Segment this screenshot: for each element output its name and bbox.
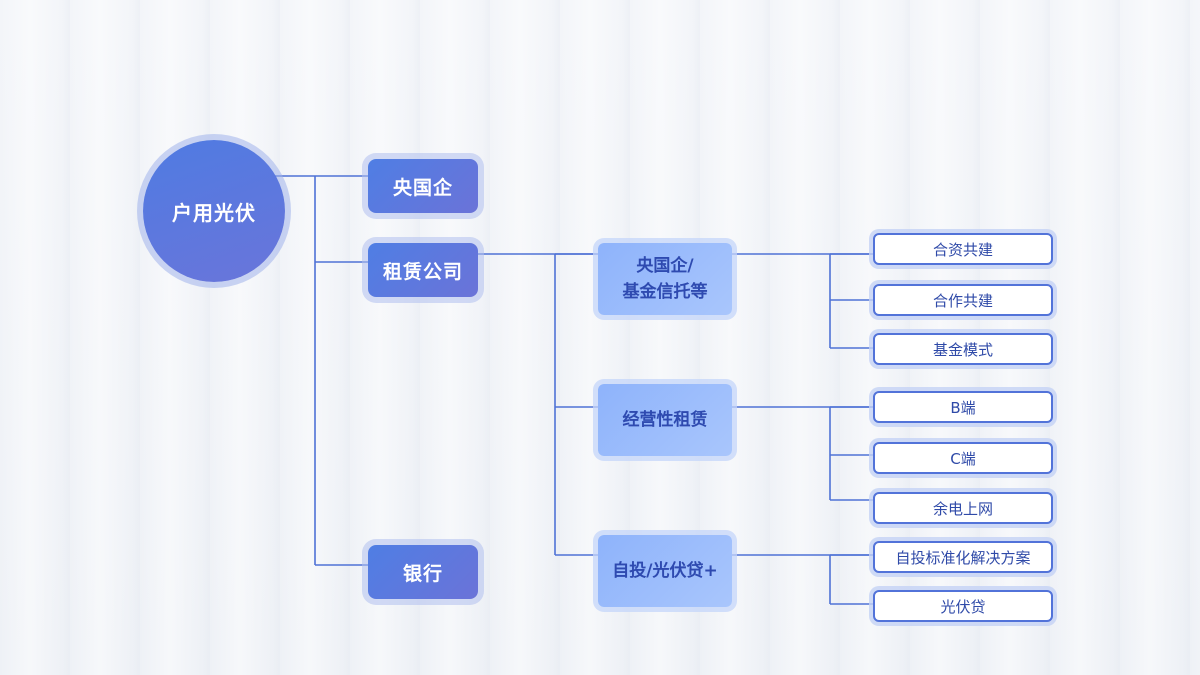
connector-operating-trunk xyxy=(730,406,873,500)
leaf-surplus-grid-node: 余电上网 xyxy=(873,492,1053,524)
category-label: 央国企 xyxy=(392,176,453,199)
leaf-label: 合作共建 xyxy=(932,291,993,310)
leaf-label: 光伏贷 xyxy=(940,597,986,616)
leaf-label: 自投标准化解决方案 xyxy=(895,548,1031,567)
leaf-label: 合资共建 xyxy=(932,240,993,259)
leaf-standard-solution-node: 自投标准化解决方案 xyxy=(873,541,1053,573)
connector-self-trunk xyxy=(730,554,873,604)
mode-label-line2: 基金信托等 xyxy=(622,282,708,302)
mode-trust-node: 央国企/ 基金信托等 xyxy=(598,243,732,315)
category-label: 租赁公司 xyxy=(382,260,463,283)
mode-operating-node: 经营性租赁 xyxy=(598,384,732,456)
category-label: 银行 xyxy=(402,562,443,585)
leaf-label: B端 xyxy=(950,398,976,417)
leaf-coop-node: 合作共建 xyxy=(873,284,1053,316)
leaf-label: 基金模式 xyxy=(932,340,993,359)
leaf-fund-node: 基金模式 xyxy=(873,333,1053,365)
connector-trust-trunk xyxy=(730,253,873,348)
mode-self-invest-node: 自投/光伏贷+ xyxy=(598,535,732,607)
mode-label-line1: 央国企/ xyxy=(636,256,694,276)
category-bank-node: 银行 xyxy=(368,545,478,599)
category-leasing-node: 租赁公司 xyxy=(368,243,478,297)
connector-leasing-trunk xyxy=(478,253,598,555)
leaf-label: 余电上网 xyxy=(932,499,993,518)
category-stateowned-node: 央国企 xyxy=(368,159,478,213)
mode-label: 自投/光伏贷+ xyxy=(612,561,718,581)
root-node: 户用光伏 xyxy=(143,140,285,282)
leaf-jv-node: 合资共建 xyxy=(873,233,1053,265)
leaf-c-end-node: C端 xyxy=(873,442,1053,474)
leaf-label: C端 xyxy=(950,449,976,468)
leaf-b-end-node: B端 xyxy=(873,391,1053,423)
mode-label: 经营性租赁 xyxy=(622,410,708,430)
root-label: 户用光伏 xyxy=(172,200,256,225)
leaf-pv-loan-node: 光伏贷 xyxy=(873,590,1053,622)
